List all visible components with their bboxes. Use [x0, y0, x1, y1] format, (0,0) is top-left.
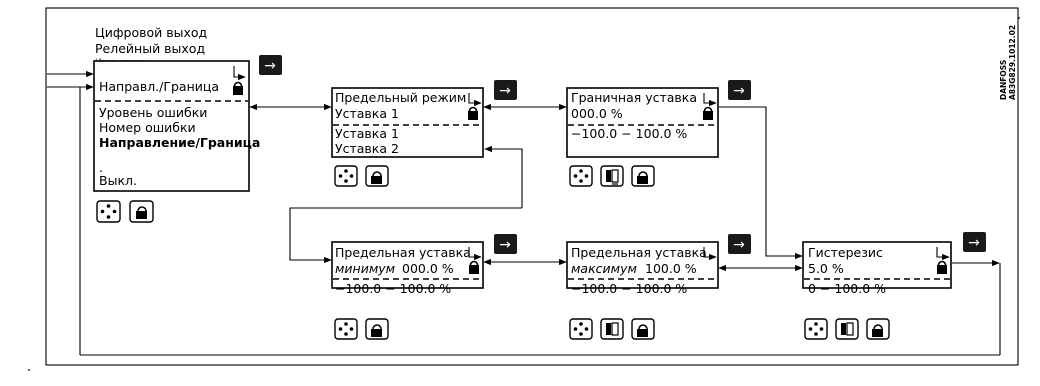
enter-arrow-icon: [703, 93, 717, 107]
corner-dot: [1018, 17, 1020, 19]
connector-line: [289, 207, 522, 264]
hysteresis-value: 5.0 %: [808, 261, 844, 276]
navigate-button-icon[interactable]: [334, 165, 358, 187]
menu-box[interactable]: Направл./Граница Уровень ошибки Номер ош…: [93, 60, 260, 192]
lock-button-icon[interactable]: [866, 318, 890, 340]
lock-button-icon[interactable]: [129, 200, 154, 223]
limit-max-range: −100.0 − 100.0 %: [571, 281, 687, 296]
connector-arrow: [484, 145, 523, 208]
navigate-button-icon[interactable]: [569, 318, 593, 340]
menu-item-selected[interactable]: Направление/Граница: [99, 135, 260, 150]
limit-mode-value: Уставка 1: [335, 106, 399, 121]
limit-min-value: 000.0 %: [402, 261, 454, 276]
lock-icon: [937, 260, 947, 274]
navigate-button-icon[interactable]: [569, 165, 593, 187]
lock-button-icon[interactable]: [631, 165, 655, 187]
enter-arrow-icon: [468, 93, 482, 107]
enter-arrow-icon: [936, 247, 950, 261]
edit-button-icon[interactable]: [835, 318, 859, 340]
edit-button-icon[interactable]: [600, 318, 624, 340]
limit-mode-box[interactable]: Предельный режим Уставка 1 Уставка 1 Уст…: [331, 87, 484, 158]
lock-button-icon[interactable]: [365, 318, 389, 340]
connector-arrow: [719, 106, 803, 260]
next-key-icon[interactable]: →: [963, 232, 986, 252]
lock-icon: [233, 81, 243, 95]
svg-text:→: →: [968, 235, 980, 251]
next-key-icon[interactable]: →: [494, 234, 517, 254]
limit-max-qualifier: максимум: [571, 261, 637, 276]
svg-text:→: →: [499, 83, 511, 99]
edit-button-icon[interactable]: [600, 165, 624, 187]
digital-output-label: Цифровой выход: [95, 25, 207, 40]
svg-text:→: →: [733, 83, 745, 99]
next-key-icon[interactable]: →: [494, 80, 517, 100]
next-key-icon[interactable]: →: [728, 234, 751, 254]
enter-arrow-icon: [468, 247, 482, 261]
hysteresis-range: 0 − 100.0 %: [808, 281, 886, 296]
lock-icon: [703, 106, 713, 120]
lock-button-icon[interactable]: [631, 318, 655, 340]
corner-dot: [28, 369, 30, 371]
limit-min-range: −100.0 − 100.0 %: [335, 281, 451, 296]
menu-item[interactable]: .: [99, 160, 103, 175]
hysteresis-title: Гистерезис: [808, 245, 883, 260]
limit-max-title: Предельная уставка: [571, 245, 707, 260]
lock-button-icon[interactable]: [365, 165, 389, 187]
svg-text:A83G829.1012.02: A83G829.1012.02: [1008, 25, 1017, 100]
boundary-setpoint-value: 000.0 %: [571, 106, 623, 121]
navigate-button-icon[interactable]: [96, 200, 121, 223]
limit-max-box[interactable]: Предельная уставка максимум 100.0 % −100…: [566, 241, 719, 296]
limit-min-title: Предельная уставка: [335, 245, 471, 260]
limit-mode-option[interactable]: Уставка 1: [335, 126, 399, 141]
boundary-setpoint-range: −100.0 − 100.0 %: [571, 126, 687, 141]
boundary-setpoint-box[interactable]: Граничная уставка 000.0 % −100.0 − 100.0…: [566, 87, 719, 158]
boundary-setpoint-title: Граничная уставка: [571, 90, 697, 105]
svg-text:→: →: [499, 237, 511, 253]
relay-output-label: Релейный выход: [95, 41, 205, 56]
navigate-button-icon[interactable]: [334, 318, 358, 340]
menu-header: Направл./Граница: [99, 79, 219, 94]
menu-item[interactable]: Уровень ошибки: [99, 105, 207, 120]
svg-text:→: →: [733, 237, 745, 253]
svg-text:→: →: [264, 58, 276, 74]
limit-mode-title: Предельный режим: [335, 90, 466, 105]
limit-max-value: 100.0 %: [645, 261, 697, 276]
enter-arrow-icon: [703, 247, 717, 261]
limit-mode-option[interactable]: Уставка 2: [335, 141, 399, 156]
limit-min-box[interactable]: Предельная уставка минимум 000.0 % −100.…: [331, 241, 484, 296]
next-key-icon[interactable]: →: [728, 80, 751, 100]
limit-min-qualifier: минимум: [335, 261, 395, 276]
outer-frame: [45, 7, 1019, 366]
lock-icon: [469, 260, 479, 274]
vendor-mark: DANFOSS A83G829.1012.02: [999, 25, 1017, 100]
next-key-icon[interactable]: →: [259, 55, 282, 75]
navigate-button-icon[interactable]: [804, 318, 828, 340]
hysteresis-box[interactable]: Гистерезис 5.0 % 0 − 100.0 %: [802, 241, 952, 296]
menu-item[interactable]: Номер ошибки: [99, 120, 196, 135]
svg-text:DANFOSS: DANFOSS: [999, 60, 1008, 100]
lock-icon: [468, 106, 478, 120]
menu-item[interactable]: Выкл.: [99, 173, 137, 188]
enter-arrow-icon: [233, 66, 246, 81]
